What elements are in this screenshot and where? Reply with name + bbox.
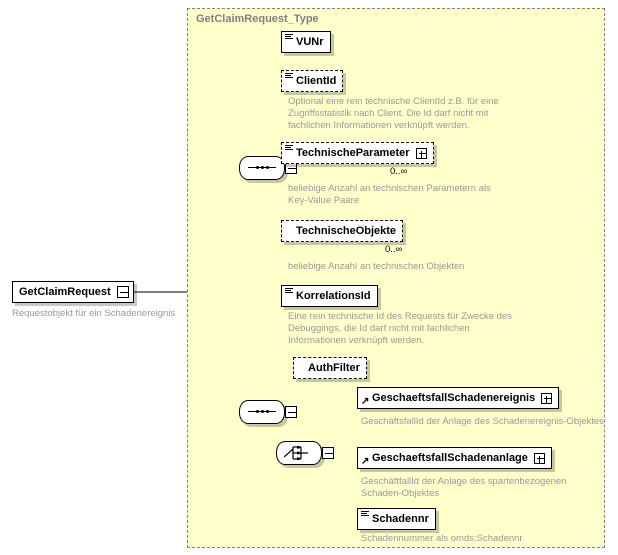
sequence-shape xyxy=(239,400,285,424)
element-korrelationsid[interactable]: KorrelationsId xyxy=(281,285,378,307)
expand-icon[interactable] xyxy=(541,392,553,404)
element-label: TechnischeObjekte xyxy=(296,224,397,237)
sequence-lines-icon xyxy=(285,73,293,79)
sequence-icon xyxy=(248,166,276,169)
complex-type-title: GetClaimRequest_Type xyxy=(196,13,319,25)
element-label: ClientId xyxy=(296,74,337,87)
sequence-lines-icon xyxy=(285,288,293,294)
root-element-label: GetClaimRequest xyxy=(19,286,111,298)
type-reference-arrow-icon: ↗ xyxy=(361,396,370,407)
sequence-lines-icon xyxy=(285,34,293,40)
element-authfilter[interactable]: AuthFilter xyxy=(293,357,367,379)
element-label: VUNr xyxy=(296,35,324,48)
element-clientid[interactable]: ClientId xyxy=(281,70,344,92)
type-reference-arrow-icon: ↗ xyxy=(361,456,370,467)
sequence-compositor-2[interactable] xyxy=(239,400,285,424)
element-label: KorrelationsId xyxy=(296,289,371,302)
element-label: AuthFilter xyxy=(308,361,360,374)
element-clientid-annotation: Optional eine rein technische ClientId z… xyxy=(288,96,499,131)
element-technischeobjekte[interactable]: TechnischeObjekte xyxy=(281,220,404,242)
element-korrelationsid-annotation: Eine rein technische Id des Requests für… xyxy=(288,311,512,346)
expand-icon[interactable] xyxy=(533,452,545,464)
sequence-icon xyxy=(248,410,276,413)
element-schadennr[interactable]: Schadennr xyxy=(357,508,436,530)
expand-icon[interactable] xyxy=(415,147,427,159)
choice-compositor[interactable] xyxy=(276,441,322,465)
element-label: TechnischeParameter xyxy=(296,146,410,159)
sequence-compositor-1[interactable] xyxy=(239,156,285,180)
element-label: Schadennr xyxy=(372,512,429,525)
element-geschaeftsfallschadenanlage-annotation: GeschäftfallId der Anlage des spartenbez… xyxy=(361,476,567,499)
element-geschaeftsfallschadenereignis[interactable]: ↗ GeschaeftsfallSchadenereignis xyxy=(357,387,560,409)
element-technischeparameter-occurs: 0..∞ xyxy=(390,166,408,177)
element-technischeparameter[interactable]: TechnischeParameter xyxy=(281,142,434,164)
element-geschaeftsfallschadenereignis-annotation: GeschäftsfallId der Anlage des Schadener… xyxy=(361,416,604,427)
element-label: GeschaeftsfallSchadenanlage xyxy=(372,451,528,464)
element-schadennr-annotation: Schadennummer als omds:Schadennr xyxy=(361,533,523,544)
element-technischeparameter-annotation: beliebige Anzahl an technischen Paramete… xyxy=(288,183,491,206)
element-label: GeschaeftsfallSchadenereignis xyxy=(372,391,536,404)
choice-icon xyxy=(284,446,308,460)
sequence-lines-icon xyxy=(361,511,369,517)
root-collapse-icon[interactable] xyxy=(116,286,129,298)
element-vunr[interactable]: VUNr xyxy=(281,31,331,53)
element-geschaeftsfallschadenanlage[interactable]: ↗ GeschaeftsfallSchadenanlage xyxy=(357,447,552,469)
element-technischeobjekte-annotation: beliebige Anzahl an technischen Objekten xyxy=(288,261,465,272)
sequence-2-collapse-icon[interactable] xyxy=(285,406,297,418)
root-element-getclaimrequest[interactable]: GetClaimRequest xyxy=(12,281,134,303)
element-technischeobjekte-occurs: 0..∞ xyxy=(385,244,403,255)
root-element-annotation: Requestobjekt für ein Schadenereignis xyxy=(12,308,176,319)
choice-collapse-icon[interactable] xyxy=(322,447,334,459)
sequence-lines-icon xyxy=(285,145,293,151)
